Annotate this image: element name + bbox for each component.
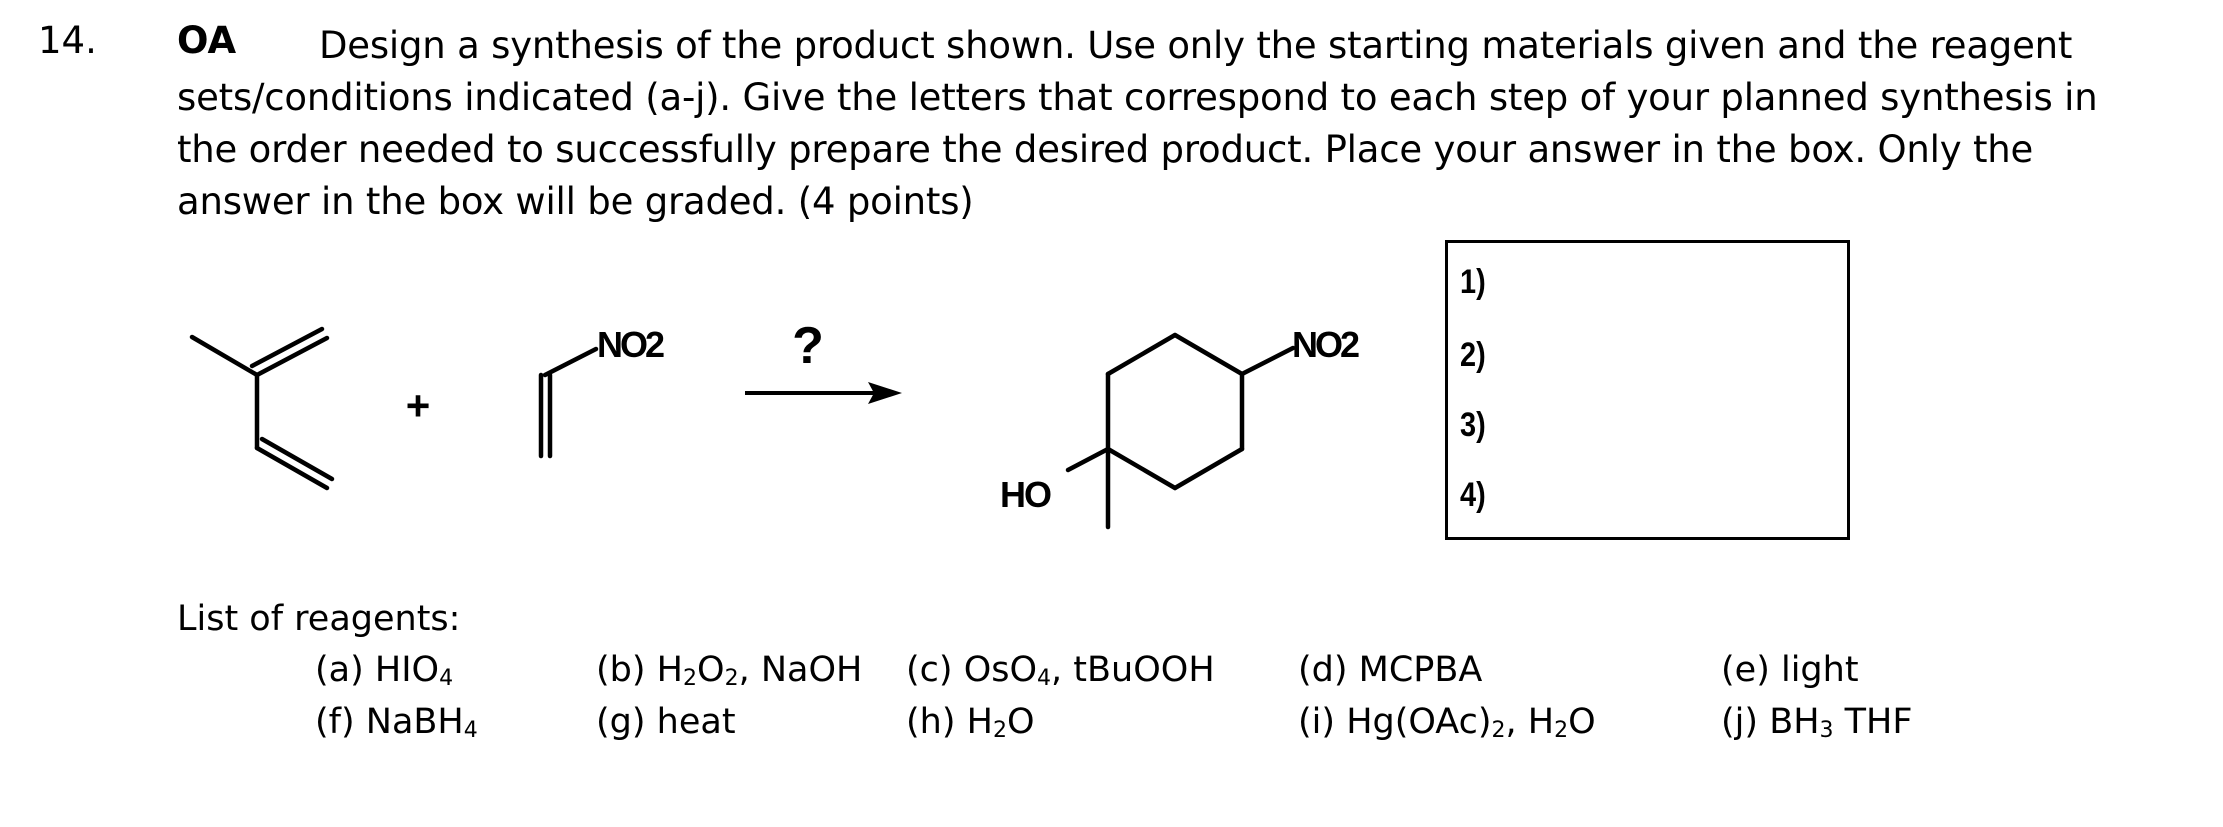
reagent-d: (d) MCPBA [1298,650,1483,690]
isoprene-structure [189,326,335,491]
reagent-b: (b) H2O2, NaOH [596,650,863,691]
reagent-c: (c) OsO4, tBuOOH [906,650,1215,691]
hydroxyl-label: HO [1000,474,1051,515]
reagent-j: (j) BH3 THF [1721,702,1913,743]
reagent-g: (g) heat [596,702,736,742]
reaction-scheme: + ? NO2 NO2 HO [189,317,1362,530]
nitroethylene-structure [538,346,599,459]
question-prompt: Design a synthesis of the product shown.… [177,24,2098,223]
reaction-arrow [745,382,902,404]
reagent-a: (a) HIO4 [315,650,454,691]
answer-slot-4[interactable]: 4) [1460,476,1486,514]
reagent-f: (f) NaBH4 [315,702,478,743]
reagent-list-heading: List of reagents: [177,599,461,639]
question-mark: ? [792,317,824,375]
question-tag: OA [177,19,237,62]
answer-box[interactable]: 1) 2) 3) 4) [1445,240,1850,540]
nitro-label-product: NO2 [1292,324,1359,365]
reagent-i: (i) Hg(OAc)2, H2O [1298,702,1596,743]
answer-slot-1[interactable]: 1) [1460,263,1486,301]
reagent-h: (h) H2O [906,702,1035,743]
nitro-label-reactant: NO2 [597,324,664,365]
question-number: 14. [38,19,97,62]
reagent-e: (e) light [1721,650,1859,690]
answer-slot-3[interactable]: 3) [1460,406,1486,444]
answer-slot-2[interactable]: 2) [1460,336,1486,374]
product-structure [1065,332,1296,530]
plus-sign: + [406,382,431,429]
